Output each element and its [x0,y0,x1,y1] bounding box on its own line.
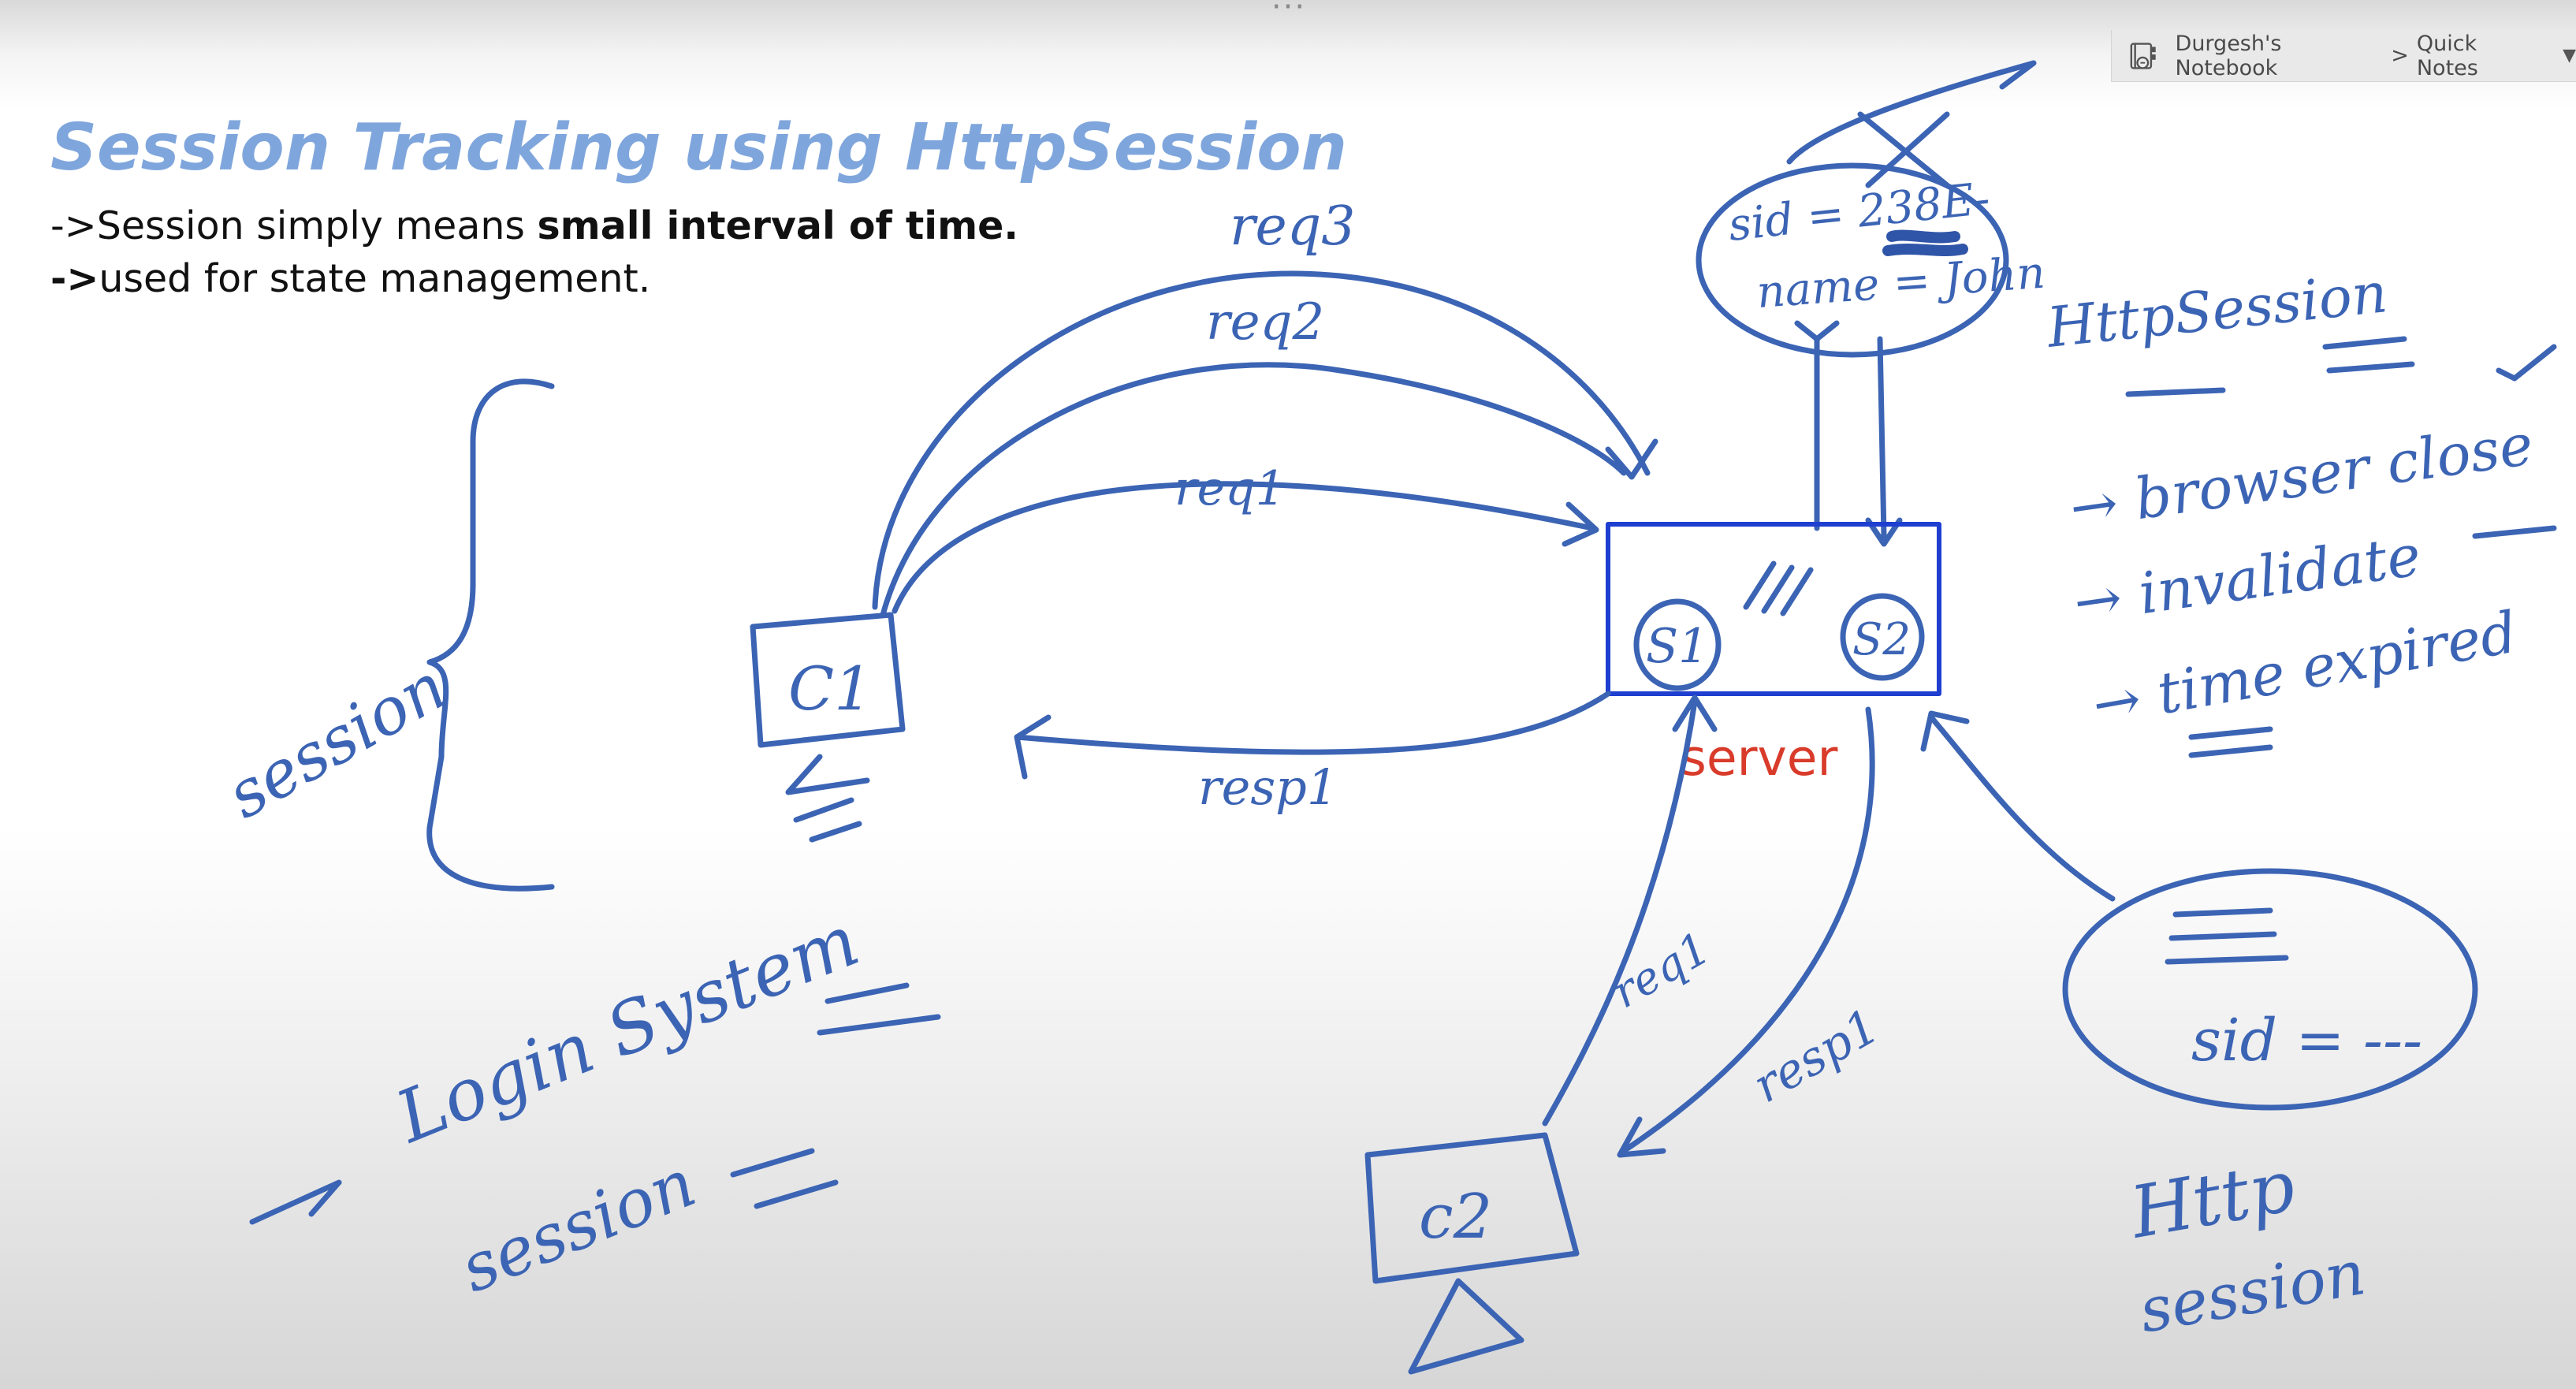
session-cloud-bottom [2062,868,2478,1111]
req1-bottom-arrow [1542,694,1718,1126]
c1-stand [785,754,870,843]
handwriting-c1: C1 [788,654,873,724]
resp1-arrow [1014,691,1611,780]
cloud-to-server-arrow-2 [1877,336,1887,539]
req1-arrow [892,481,1599,614]
login-arrow [249,1179,342,1225]
arrowhead-1 [1794,320,1840,342]
req2-arrow [880,362,1658,618]
handwriting-c2: c2 [1419,1182,1492,1253]
handwriting-http: Http [2124,1145,2301,1255]
s1-circle [1633,598,1722,691]
s2-circle [1840,593,1925,681]
arrowhead-2 [1865,517,1903,547]
server-hatch [1743,560,1814,616]
handwriting-req1-bottom: req1 [1604,922,1719,1018]
handwriting-s2: S2 [1852,614,1911,665]
session-cloud-top [1696,162,2009,358]
handwriting-sid-bottom: sid = --- [2191,1007,2422,1074]
handwriting-resp1-bottom: resp1 [1744,999,1889,1114]
handwriting-s1: S1 [1646,619,1708,674]
usage-text: used for state management. [99,256,651,301]
handwriting-name-top: name = John [1755,248,2046,318]
handwriting-session-left: session [215,649,460,833]
req3-arrow [872,270,1651,610]
server-label: server [1681,729,1838,787]
resp1-bottom-arrow [1617,706,1875,1158]
handwriting-session-bottom: session [450,1144,706,1307]
chevron-down-icon[interactable]: ▼ [2563,46,2576,65]
breadcrumb-separator: > [2391,43,2409,68]
underline-time-expired [2188,525,2557,758]
definition-text: Session simply means [96,203,538,248]
sid-scribble [1882,229,1968,256]
handwriting-req2: req2 [1206,293,1324,352]
onenote-notebook-icon [2130,42,2156,69]
breadcrumb-notebook[interactable]: Durgesh's Notebook [2175,31,2282,80]
handwriting-req3: req3 [1230,196,1356,258]
breadcrumb[interactable]: Durgesh's Notebook > Quick Notes ▼ [2111,30,2576,82]
c2-stand [1408,1278,1524,1375]
handwriting-invalidate: → invalidate [2070,522,2425,636]
bullet-arrow-bold: -> [50,256,99,301]
definition-bold-text: small interval of time. [537,203,1018,248]
bubble-to-server-arrow [1920,710,2116,902]
underline-session-bottom [730,1148,839,1209]
handwriting-resp1-top: resp1 [1198,758,1338,816]
cloud-tail [1786,60,2037,165]
underline-httpsession [2125,336,2415,397]
handwriting-login-system: Login System [384,899,869,1160]
window-drag-handle[interactable]: ··· [1271,0,1307,25]
breadcrumb-section[interactable]: Quick Notes [2416,31,2478,80]
c1-box [750,612,906,748]
handwriting-req1-top: req1 [1174,461,1286,516]
session-brace [426,378,555,892]
c2-box [1364,1132,1580,1284]
checkmark [2496,344,2557,382]
note-line-usage: ->used for state management. [50,256,650,301]
page-title: Session Tracking using HttpSession [50,110,1347,185]
handwriting-session-right: session [2135,1238,2371,1347]
cloud-cross [1857,111,1950,188]
handwriting-browser-close: → browser close [2066,411,2537,542]
bubble-lines [2165,907,2289,965]
note-line-definition: ->Session simply means small interval of… [50,203,1018,248]
bullet-arrow: -> [50,203,97,248]
underline-login [817,982,941,1036]
server-box [1606,522,1941,696]
